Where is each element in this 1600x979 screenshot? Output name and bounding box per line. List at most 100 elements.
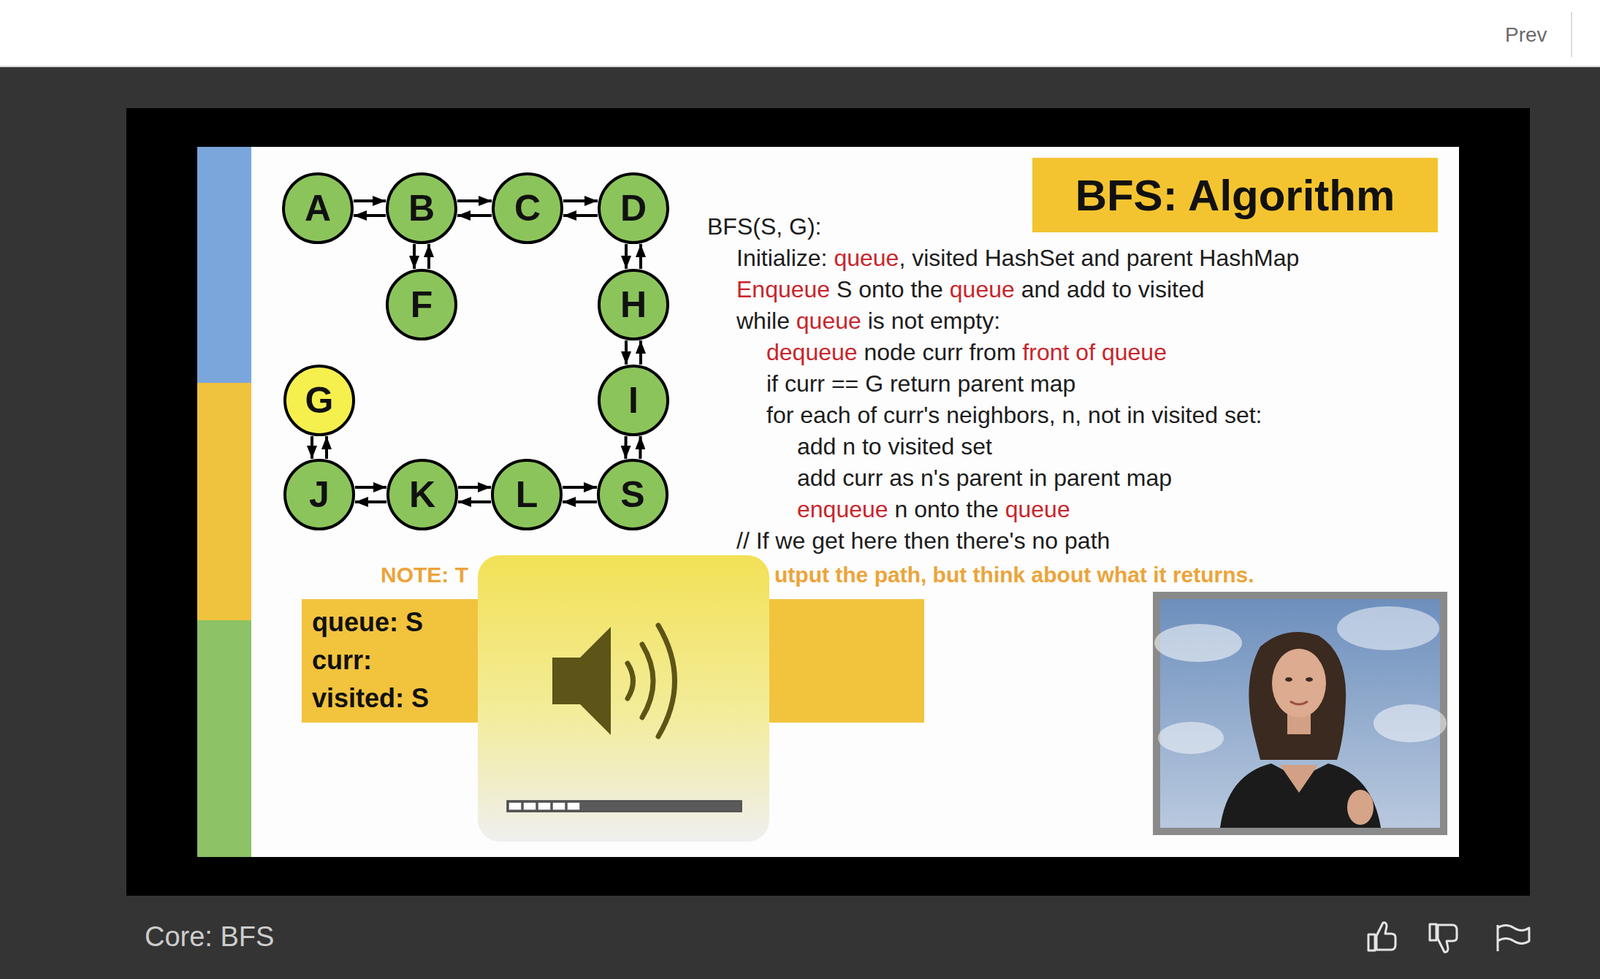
arrow-connector	[457, 199, 492, 203]
node-letter: L	[515, 476, 539, 513]
arrow-connector	[639, 340, 643, 365]
arrow-connector	[624, 340, 628, 365]
lecturer-video	[1152, 591, 1448, 836]
pseudocode-line: BFS(S, G):	[707, 211, 822, 242]
body	[1220, 763, 1381, 828]
stripe-green	[197, 620, 252, 857]
volume-overlay	[477, 555, 770, 842]
neckline	[1280, 764, 1318, 793]
arrow-connector	[355, 485, 387, 489]
thumb-cuff	[1429, 924, 1437, 941]
sound-waves	[627, 625, 676, 737]
graph-node-circle: F	[385, 268, 459, 342]
top-bar-border	[0, 65, 1600, 68]
cloud	[1336, 606, 1440, 651]
arrow-connector	[458, 485, 491, 489]
eye	[1285, 677, 1293, 682]
pseudocode-line: Initialize: queue, visited HashSet and p…	[736, 243, 1299, 273]
hair	[1248, 631, 1346, 760]
arrow-connector	[310, 436, 314, 459]
volume-step	[523, 802, 537, 811]
arrow-connector	[355, 500, 387, 504]
volume-step	[508, 802, 522, 811]
pseudocode-line: Enqueue S onto the queue and add to visi…	[736, 274, 1205, 304]
cloud	[1373, 704, 1447, 743]
arrow-connector	[325, 436, 329, 459]
graph-node-circle: K	[385, 458, 459, 532]
eye	[1305, 677, 1313, 682]
video-frame	[126, 108, 1530, 896]
arrow-connector	[623, 436, 627, 459]
graph-node-circle: J	[282, 458, 356, 532]
thumbs-down-icon	[1429, 924, 1457, 952]
keyword-highlight: queue	[796, 307, 862, 334]
pseudocode-line: add curr as n's parent in parent map	[797, 463, 1172, 493]
keyword-highlight: queue	[949, 276, 1015, 303]
graph-node-circle: G	[282, 363, 356, 437]
keyword-highlight: queue	[833, 244, 899, 272]
circle-shape	[598, 460, 668, 529]
volume-step	[552, 802, 566, 811]
node-letter: D	[620, 189, 647, 227]
stripe-yellow	[197, 382, 252, 621]
arrow-connector	[562, 485, 597, 489]
node-letter: G	[305, 382, 334, 419]
keyword-highlight: front of queue	[1022, 338, 1167, 366]
volume-step	[566, 802, 581, 811]
arrow-connector	[639, 244, 643, 269]
slide	[197, 146, 1459, 857]
pseudocode-line: while queue is not empty:	[736, 306, 1001, 336]
lesson-title: Core: BFS	[144, 919, 274, 955]
note-text: utput the path, but think about what it …	[774, 561, 1255, 589]
circle-shape	[599, 366, 668, 435]
pseudocode-line: enqueue n onto the queue	[797, 494, 1071, 524]
arrow-connector	[638, 436, 642, 459]
node-letter: C	[514, 189, 541, 227]
keyword-highlight: queue	[1005, 496, 1071, 523]
thumb-cuff	[1368, 934, 1375, 951]
stripe-blue	[197, 146, 252, 383]
speaker-icon	[552, 626, 611, 735]
arrow-connector	[563, 214, 598, 217]
graph-node-circle: D	[596, 171, 670, 245]
graph-node-circle: A	[281, 171, 355, 245]
volume-track	[507, 800, 742, 812]
keyword-highlight: Enqueue	[736, 276, 830, 303]
arrow-connector	[412, 244, 416, 269]
pseudocode-line: for each of curr's neighbors, n, not in …	[766, 400, 1262, 430]
pseudocode-line: if curr == G return parent map	[766, 368, 1076, 399]
volume-step	[537, 802, 551, 811]
node-letter: B	[408, 189, 435, 227]
node-letter: H	[620, 286, 647, 323]
circle-shape	[387, 173, 456, 243]
pseudocode-comment: // If we get here then there's no path	[736, 526, 1110, 556]
arrow-connector	[458, 500, 491, 504]
face	[1271, 648, 1327, 718]
note-text: NOTE: T	[380, 561, 469, 589]
graph-node-circle: B	[385, 171, 459, 245]
arrow-connector	[353, 214, 386, 217]
circle-shape	[387, 460, 457, 529]
thumb-hand	[1376, 922, 1396, 950]
node-letter: A	[304, 189, 331, 227]
thumbs-up-icon	[1368, 922, 1396, 951]
keyword-highlight: dequeue	[766, 338, 858, 366]
nav-link: Prev	[1505, 21, 1548, 48]
slide-title: BFS: Algorithm	[1075, 170, 1396, 221]
rating-icons	[1368, 922, 1530, 952]
video-inset-border	[1152, 591, 1448, 836]
node-letter: F	[410, 286, 434, 323]
graph-node-circle: H	[596, 268, 670, 342]
volume-bar	[507, 800, 742, 812]
circle-shape	[284, 366, 354, 435]
arrow-connector	[624, 244, 628, 269]
circle-shape	[284, 460, 354, 529]
sound-wave	[642, 644, 654, 718]
flag-cloth	[1497, 925, 1530, 944]
node-letter: J	[309, 476, 330, 513]
mouth	[1290, 701, 1308, 705]
circle-shape	[492, 460, 562, 529]
arrow-connector	[457, 214, 492, 217]
circle-shape	[493, 173, 562, 243]
